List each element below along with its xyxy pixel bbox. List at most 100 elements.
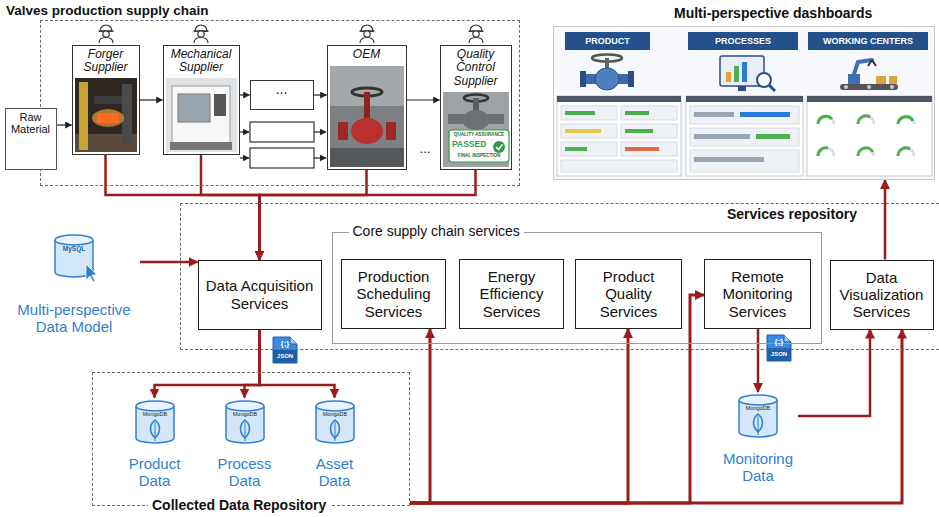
group-heading: Collected Data Repository — [148, 497, 330, 513]
dashboard-screenshot — [858, 116, 874, 124]
ellipsis-label: ... — [412, 142, 438, 156]
dashboard-screenshot — [561, 106, 617, 120]
dashboard-screenshot — [625, 111, 649, 115]
badge-text: FINAL INSPECTION — [449, 153, 509, 159]
json-icons — [767, 335, 791, 361]
node-label: Data Visualization Services — [835, 269, 929, 321]
inspection-photo — [493, 141, 505, 153]
json-icons — [273, 337, 297, 363]
forge-photo — [122, 84, 132, 144]
db-logo-text: MongoDB — [135, 411, 175, 418]
label-slot: PROCESSES — [688, 32, 798, 50]
valve-assembly-photo — [330, 66, 404, 167]
flow-arrow — [140, 99, 163, 100]
stacked-suppliers — [250, 122, 314, 142]
node-label: Asset Data — [300, 455, 370, 490]
dashboard-screenshot — [690, 128, 799, 146]
node-label: Energy Efficiency Services — [464, 268, 559, 320]
service-box: Energy Efficiency Services — [459, 259, 564, 329]
stacked-suppliers — [240, 131, 249, 132]
database-icons — [241, 420, 250, 441]
dashboard-screenshot — [690, 150, 799, 172]
flow-arrow — [155, 330, 260, 398]
dashboard-screenshot — [818, 148, 828, 156]
supervisor-icons — [360, 25, 375, 43]
forge-photo — [79, 82, 88, 150]
flow-arrow — [260, 170, 476, 260]
json-icon-text: JSON — [272, 352, 298, 360]
node-label: Data Acquisition Services — [203, 277, 317, 312]
db-logo-text: MongoDB — [225, 411, 265, 418]
label-slot: {;} — [766, 337, 792, 347]
label-slot: MongoDB — [315, 411, 355, 418]
json-icons — [273, 335, 791, 363]
dashboard-screenshot — [580, 71, 586, 87]
dashboard-screenshot — [621, 142, 677, 156]
dashboard-screenshot — [557, 96, 681, 102]
dashboard-screenshot — [694, 134, 750, 139]
flow-arrow — [407, 99, 440, 100]
dashboard-screenshot — [565, 111, 595, 115]
dashboard-screenshot — [890, 85, 894, 89]
dashboard-screenshot — [688, 32, 798, 50]
machining-photo — [166, 78, 237, 152]
dashboard-screenshot — [807, 96, 932, 102]
inspection-photo — [449, 130, 509, 162]
database-icons — [316, 401, 354, 443]
valve-assembly-photo — [364, 92, 370, 122]
dashboard-screenshot — [726, 72, 731, 82]
inspection-photo — [443, 92, 509, 167]
label-slot: QUALITY ASSURANCE — [449, 132, 509, 138]
group-region: Data Acquisition ServicesProduction Sche… — [180, 203, 939, 350]
dashboard-screenshot — [694, 157, 764, 162]
node-label: Quality Control Supplier — [443, 48, 509, 89]
label-slot: JSON — [766, 350, 792, 358]
dashboard-screenshot — [561, 160, 677, 172]
dashboard-screenshot — [738, 86, 746, 91]
inspection-photo — [443, 92, 509, 167]
machining-photo — [178, 94, 210, 122]
dashboard-screenshot — [757, 73, 771, 87]
label-slot: PRODUCT — [565, 32, 650, 50]
label-slot: {;} — [272, 339, 298, 349]
label-slot: MongoDB — [738, 405, 778, 412]
dashboard-screenshot — [840, 84, 898, 90]
dashboard-screenshot — [898, 117, 913, 124]
service-box: Data Acquisition Services — [198, 260, 322, 330]
machining-photo — [170, 142, 232, 150]
badge-text: PASSED — [452, 139, 492, 149]
node-label: Monitoring Data — [718, 450, 798, 485]
dashboard-screenshot — [561, 124, 617, 138]
forge-photo — [75, 78, 137, 152]
group-heading: Core supply chain services — [349, 223, 524, 239]
database-icons — [226, 401, 264, 443]
inspection-photo — [496, 145, 503, 150]
node-label: Product Quality Services — [580, 268, 677, 320]
dashboard-screenshot — [694, 112, 734, 117]
valve-assembly-photo — [330, 66, 404, 167]
supplier-box: Forger Supplier — [72, 45, 140, 155]
dashboard-screenshot — [621, 124, 677, 138]
flow-arrow — [106, 155, 260, 260]
flow-arrow — [201, 155, 260, 260]
machining-photo — [166, 78, 237, 152]
group-region: Product DataProcess DataAsset DataCollec… — [92, 372, 410, 506]
dashboard-screenshot — [554, 27, 934, 179]
flow-arrow — [314, 94, 327, 95]
stacked-suppliers — [240, 157, 249, 158]
dashboard-screenshot — [756, 134, 790, 139]
stacked-suppliers — [314, 131, 326, 132]
node-label: Multi-perspective Data Model — [8, 301, 140, 336]
material-box: Raw Material — [5, 108, 57, 170]
forge-photo — [94, 96, 122, 104]
database-icons — [151, 420, 160, 441]
service-box: Remote Monitoring Services — [704, 259, 811, 329]
forge-photo — [97, 113, 119, 123]
ellipsis-box: ... — [250, 80, 314, 110]
forge-photo — [75, 78, 137, 152]
dashboard-screenshot — [557, 96, 681, 176]
dashboard-screenshot — [858, 116, 870, 124]
dashboard-screenshot — [808, 32, 928, 50]
node-label: Process Data — [210, 455, 280, 490]
